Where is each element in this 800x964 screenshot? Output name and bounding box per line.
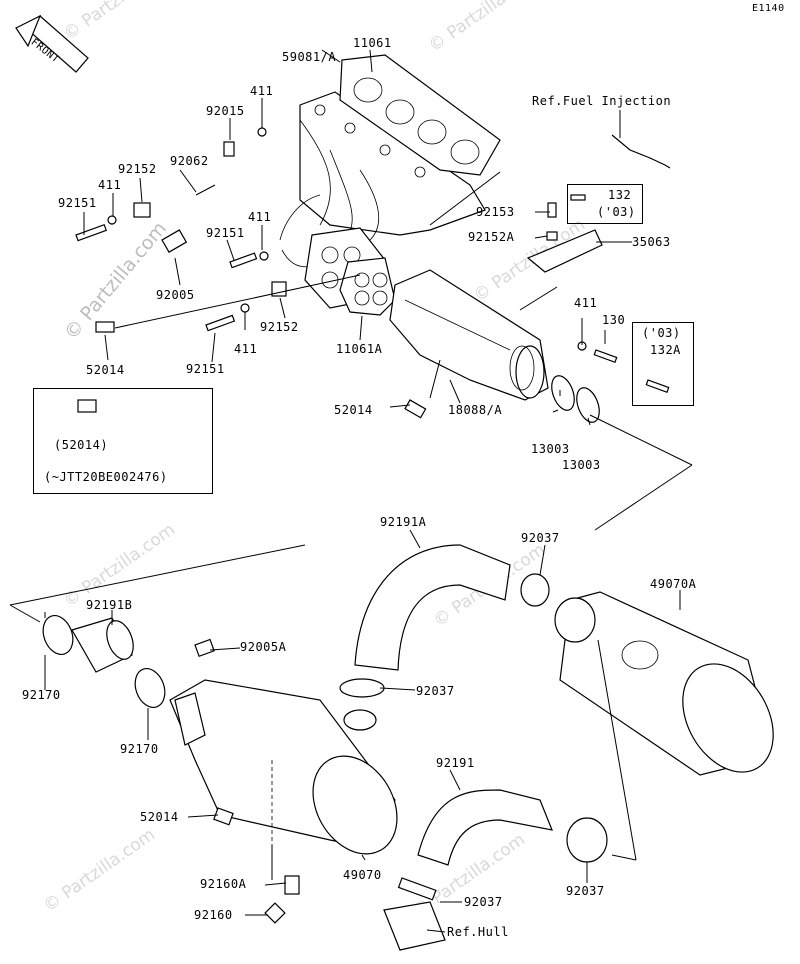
part-label-92037[interactable]: 92037 — [464, 895, 503, 909]
fasteners-upper — [75, 127, 670, 419]
o-ring — [551, 375, 575, 411]
part-label-92153[interactable]: 92153 — [476, 205, 515, 219]
hull-ref — [383, 901, 446, 951]
hose-clamp — [339, 678, 385, 698]
hose-clamp — [566, 817, 608, 863]
note-box-3-year: ('03) — [642, 326, 681, 340]
part-label-92160[interactable]: 92160 — [194, 908, 233, 922]
note-box-2-part[interactable]: 132 — [608, 188, 632, 202]
ref-fuel-injection-label[interactable]: Ref.Fuel Injection — [532, 94, 672, 108]
manifold-gasket — [339, 54, 501, 176]
part-label-411[interactable]: 411 — [98, 178, 122, 192]
bracket — [526, 229, 603, 273]
fitting — [213, 807, 234, 826]
part-label-411[interactable]: 411 — [574, 296, 598, 310]
part-label-13003[interactable]: 13003 — [562, 458, 601, 472]
part-label-18088a[interactable]: 18088/A — [448, 403, 503, 417]
note-box-1-part: (52014) — [54, 438, 109, 452]
part-label-11061a[interactable]: 11061A — [336, 342, 383, 356]
part-label-411[interactable]: 411 — [250, 84, 274, 98]
part-label-52014[interactable]: 52014 — [140, 810, 179, 824]
leader-lines-upper — [9, 49, 693, 623]
pad — [264, 902, 286, 924]
expansion-chamber — [389, 269, 549, 401]
part-label-92005a[interactable]: 92005A — [240, 640, 287, 654]
diagram-code: E1140 — [752, 3, 785, 14]
year-note-box-132 — [567, 184, 643, 224]
part-label-92152[interactable]: 92152 — [118, 162, 157, 176]
part-label-92037[interactable]: 92037 — [566, 884, 605, 898]
hose-clamp — [520, 573, 550, 607]
fuel-injection-harness — [611, 134, 671, 169]
bent-hose-upper — [354, 544, 511, 671]
part-label-49070a[interactable]: 49070A — [650, 577, 697, 591]
part-label-130[interactable]: 130 — [602, 313, 626, 327]
part-label-92151[interactable]: 92151 — [206, 226, 245, 240]
part-label-92037[interactable]: 92037 — [416, 684, 455, 698]
muffler-upper — [554, 591, 774, 776]
part-label-92152a[interactable]: 92152A — [468, 230, 515, 244]
part-label-92160a[interactable]: 92160A — [200, 877, 247, 891]
part-label-35063[interactable]: 35063 — [632, 235, 671, 249]
part-label-59081a[interactable]: 59081/A — [282, 50, 337, 64]
part-label-92152[interactable]: 92152 — [260, 320, 299, 334]
part-label-411[interactable]: 411 — [248, 210, 272, 224]
part-label-49070[interactable]: 49070 — [343, 868, 382, 882]
bent-hose-lower — [417, 789, 553, 866]
muffler — [169, 679, 398, 880]
o-ring — [576, 387, 600, 423]
note-box-3-part[interactable]: 132A — [650, 343, 681, 357]
pad — [284, 875, 300, 895]
part-label-92170[interactable]: 92170 — [120, 742, 159, 756]
note-box-1-serial: (~JTT20BE002476) — [44, 470, 168, 484]
exhaust-flange — [304, 227, 396, 316]
hose-clamp — [397, 877, 437, 901]
leader-lines-lower — [44, 390, 681, 933]
part-label-411[interactable]: 411 — [234, 342, 258, 356]
part-label-52014[interactable]: 52014 — [86, 363, 125, 377]
part-label-13003[interactable]: 13003 — [531, 442, 570, 456]
part-label-92015[interactable]: 92015 — [206, 104, 245, 118]
part-label-92170[interactable]: 92170 — [22, 688, 61, 702]
serial-note-box — [33, 388, 213, 494]
front-arrow-icon — [15, 14, 89, 73]
note-box-2-year: ('03) — [597, 205, 636, 219]
part-label-92005[interactable]: 92005 — [156, 288, 195, 302]
part-label-11061[interactable]: 11061 — [353, 36, 392, 50]
ref-hull-label[interactable]: Ref.Hull — [447, 925, 509, 939]
lower-clamps-and-sleeves — [42, 615, 166, 708]
part-label-92191[interactable]: 92191 — [436, 756, 475, 770]
part-label-92037[interactable]: 92037 — [521, 531, 560, 545]
part-label-92191a[interactable]: 92191A — [380, 515, 427, 529]
part-label-92191b[interactable]: 92191B — [86, 598, 133, 612]
part-label-92151[interactable]: 92151 — [186, 362, 225, 376]
fitting — [194, 638, 215, 658]
year-note-box-132a — [632, 322, 694, 406]
part-label-92062[interactable]: 92062 — [170, 154, 209, 168]
part-label-92151[interactable]: 92151 — [58, 196, 97, 210]
part-label-52014[interactable]: 52014 — [334, 403, 373, 417]
